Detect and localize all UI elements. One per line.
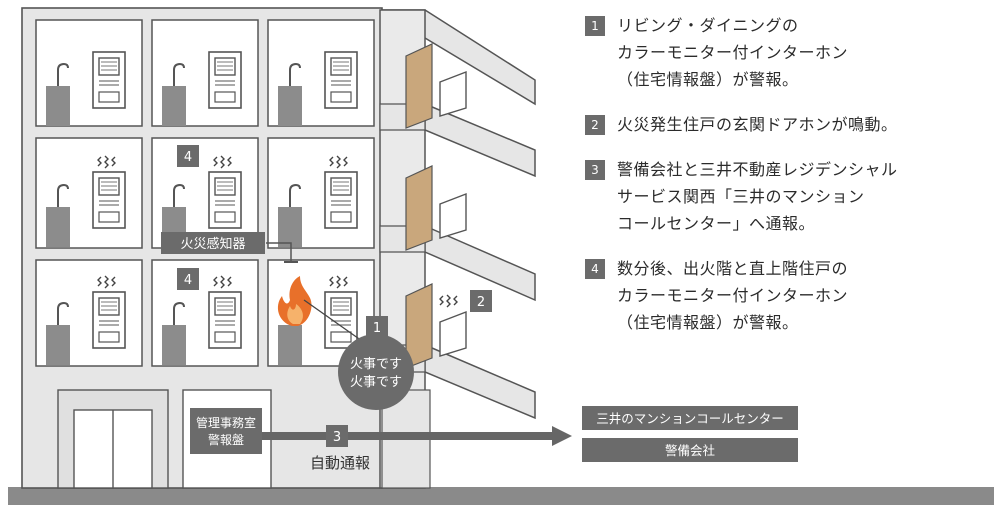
- marker-3: [326, 425, 348, 447]
- ground: [8, 487, 994, 505]
- marker-4-upper: [177, 145, 199, 167]
- step-text: リビング・ダイニングの: [617, 16, 799, 35]
- svg-text:4: 4: [184, 273, 192, 288]
- step-text: 数分後、出火階と直上階住戸の: [617, 259, 849, 278]
- step-item-3: 3 警備会社と三井不動産レジデンシャル サービス関西「三井のマンション コールセ…: [585, 156, 995, 237]
- svg-text:4: 4: [184, 150, 192, 165]
- step-text: （住宅情報盤）が警報。: [617, 70, 799, 89]
- auto-report-label: 自動通報: [310, 454, 370, 472]
- fire-shout-line-2: 火事です: [350, 375, 402, 390]
- fire-announcement-circle: [338, 334, 414, 410]
- security-company-box: [582, 438, 798, 462]
- marker-4-lower: [177, 268, 199, 290]
- call-center-label: 三井のマンションコールセンター: [596, 411, 784, 426]
- step-text: サービス関西「三井のマンション: [617, 187, 865, 206]
- step-number: 2: [585, 115, 605, 135]
- door-intercom-icons: [439, 70, 467, 357]
- step-text: コールセンター」へ通報。: [617, 214, 816, 233]
- report-arrow-head: [552, 426, 572, 446]
- step-number: 4: [585, 259, 605, 279]
- detector-line: [266, 242, 292, 262]
- marker-1: [366, 316, 388, 338]
- step-text: カラーモニター付インターホン: [617, 286, 849, 305]
- corridor-balconies: [379, 102, 536, 420]
- step-text: カラーモニター付インターホン: [617, 43, 849, 62]
- entrance-hall: [57, 389, 169, 489]
- management-panel-line-2: 警報盤: [208, 432, 244, 447]
- step-markers: 1 2 3 4 4: [177, 145, 492, 447]
- fire-detector-label: 火災感知器: [180, 236, 245, 252]
- fire-detector-box: [161, 232, 265, 254]
- marker-2: [470, 290, 492, 312]
- step-item-1: 1 リビング・ダイニングの カラーモニター付インターホン （住宅情報盤）が警報。: [585, 12, 995, 93]
- step-number: 1: [585, 16, 605, 36]
- fire-shout-line-1: 火事です: [350, 357, 402, 372]
- step-item-2: 2 火災発生住戸の玄関ドアホンが鳴動。: [585, 111, 995, 138]
- svg-text:2: 2: [477, 295, 485, 310]
- step-number: 3: [585, 160, 605, 180]
- step-text: 警備会社と三井不動産レジデンシャル: [617, 160, 898, 179]
- entrance-doors: [405, 43, 433, 369]
- step-text: 火災発生住戸の玄関ドアホンが鳴動。: [617, 115, 898, 134]
- step-item-4: 4 数分後、出火階と直上階住戸の カラーモニター付インターホン （住宅情報盤）が…: [585, 255, 995, 336]
- management-panel-line-1: 管理事務室: [196, 415, 256, 430]
- svg-text:3: 3: [333, 430, 341, 445]
- step-text: （住宅情報盤）が警報。: [617, 313, 799, 332]
- security-company-label: 警備会社: [665, 443, 715, 458]
- management-panel-box: [190, 408, 262, 454]
- step-list: 1 リビング・ダイニングの カラーモニター付インターホン （住宅情報盤）が警報。…: [585, 12, 995, 354]
- call-center-box: [582, 406, 798, 430]
- flame-icon: [277, 276, 312, 326]
- svg-text:1: 1: [373, 321, 381, 336]
